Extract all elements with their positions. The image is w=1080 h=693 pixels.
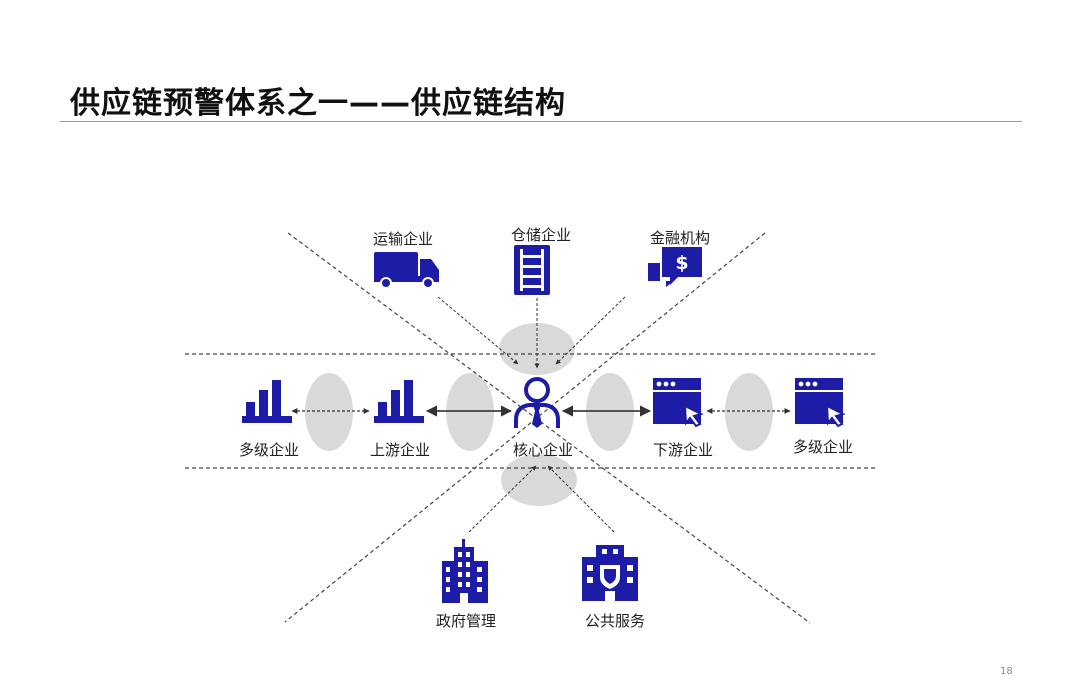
- page-number: 18: [1000, 666, 1013, 677]
- bar-chart-icon: [242, 380, 292, 423]
- svg-text:$: $: [675, 252, 688, 274]
- truck-icon: [374, 252, 439, 289]
- warehouse-shelf-icon: [514, 245, 550, 295]
- hub-ellipse-bottom: [501, 454, 577, 506]
- diagonal-line-2: [284, 232, 766, 623]
- link-ellipse-core-downstream: [586, 373, 634, 451]
- diagonal-line-1: [287, 232, 811, 624]
- page-title: 供应链预警体系之一——供应链结构: [70, 86, 566, 121]
- arrow-transport-to-core: [437, 296, 519, 365]
- browser-cursor-icon: [653, 378, 704, 428]
- government-label: 政府管理: [436, 612, 496, 630]
- link-ellipse-upstream-core: [446, 373, 494, 451]
- multi-upstream-label: 多级企业: [239, 441, 299, 459]
- arrow-government-to-core: [468, 465, 537, 533]
- downstream-label: 下游企业: [653, 441, 713, 459]
- person-tie-icon: [514, 377, 560, 428]
- public-service-label: 公共服务: [585, 612, 645, 630]
- arrow-public-service-to-core: [547, 465, 615, 533]
- transport-label: 运输企业: [373, 230, 433, 248]
- bar-chart-icon: [374, 380, 424, 423]
- public-building-icon: [582, 545, 638, 601]
- multi-downstream-label: 多级企业: [793, 438, 853, 456]
- warehouse-label: 仓储企业: [511, 226, 571, 244]
- link-ellipse-downstream-multi: [725, 373, 773, 451]
- core-label: 核心企业: [513, 441, 573, 459]
- upstream-label: 上游企业: [370, 441, 430, 459]
- browser-cursor-icon: [795, 378, 846, 428]
- arrow-finance-to-core: [555, 296, 626, 365]
- office-building-icon: [442, 539, 488, 603]
- link-ellipse-multi-upstream: [305, 373, 353, 451]
- finance-label: 金融机构: [650, 229, 710, 247]
- finance-dollar-icon: $: [648, 247, 702, 287]
- title-divider: [60, 121, 1022, 122]
